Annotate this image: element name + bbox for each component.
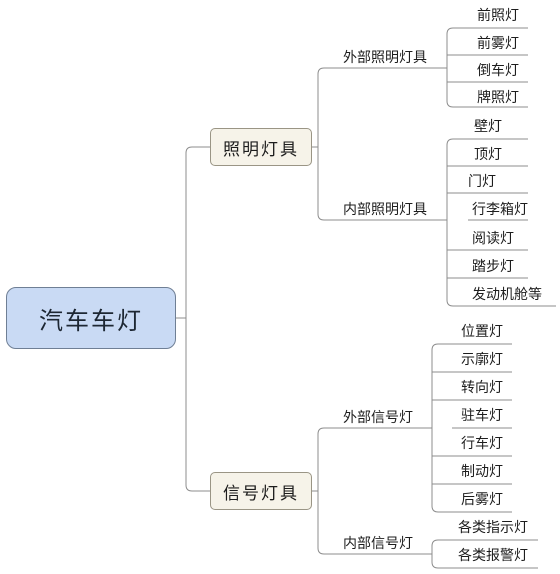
leaf-item: 行车灯 bbox=[461, 436, 503, 452]
group-exterior-signal: 外部信号灯 bbox=[343, 410, 413, 426]
leaf-item: 顶灯 bbox=[474, 147, 502, 163]
leaf-item: 各类指示灯 bbox=[458, 520, 528, 536]
leaf-item: 壁灯 bbox=[474, 119, 502, 135]
leaf-item: 牌照灯 bbox=[477, 90, 519, 106]
leaf-item: 后雾灯 bbox=[461, 492, 503, 508]
leaf-item: 示廓灯 bbox=[461, 352, 503, 368]
leaf-item: 发动机舱等 bbox=[472, 287, 542, 303]
leaf-item: 制动灯 bbox=[461, 464, 503, 480]
leaf-item: 转向灯 bbox=[461, 380, 503, 396]
leaf-item: 前雾灯 bbox=[477, 36, 519, 52]
root-node: 汽车车灯 bbox=[6, 287, 176, 349]
group-interior-lighting: 内部照明灯具 bbox=[343, 202, 427, 218]
branch-lighting-label: 照明灯具 bbox=[223, 139, 299, 160]
leaf-item: 位置灯 bbox=[461, 324, 503, 340]
root-label: 汽车车灯 bbox=[39, 306, 143, 335]
leaf-item: 行李箱灯 bbox=[472, 202, 528, 218]
leaf-item: 踏步灯 bbox=[472, 259, 514, 275]
leaf-item: 各类报警灯 bbox=[458, 548, 528, 564]
branch-lighting: 照明灯具 bbox=[210, 128, 312, 166]
leaf-item: 门灯 bbox=[468, 174, 496, 190]
leaf-item: 驻车灯 bbox=[461, 408, 503, 424]
branch-signal-label: 信号灯具 bbox=[223, 483, 299, 504]
leaf-item: 前照灯 bbox=[477, 8, 519, 24]
group-exterior-lighting: 外部照明灯具 bbox=[343, 50, 427, 66]
branch-signal: 信号灯具 bbox=[210, 472, 312, 510]
group-interior-signal: 内部信号灯 bbox=[343, 536, 413, 552]
leaf-item: 倒车灯 bbox=[477, 63, 519, 79]
leaf-item: 阅读灯 bbox=[472, 231, 514, 247]
